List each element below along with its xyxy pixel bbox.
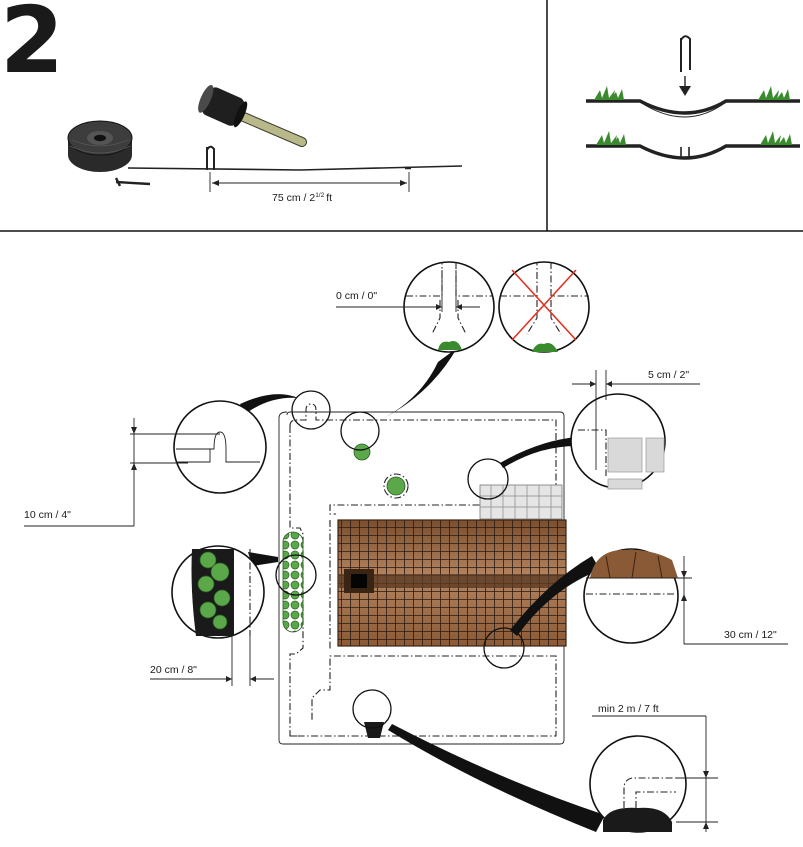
tree bbox=[386, 476, 406, 496]
obstacle-detail bbox=[24, 400, 267, 527]
corner-detail-wrong bbox=[498, 261, 590, 353]
hedge-detail bbox=[150, 545, 274, 686]
grass-tufts bbox=[594, 86, 792, 145]
tree-wire-loop bbox=[383, 473, 409, 499]
drop-detail bbox=[589, 715, 718, 833]
hedge-offset-label: 20 cm / 8" bbox=[150, 664, 197, 676]
paving-offset-label: 5 cm / 2" bbox=[648, 369, 689, 381]
layout-panel: 0 cm / 0" 5 cm / 2" bbox=[24, 261, 788, 833]
boundary-wire bbox=[127, 165, 463, 171]
corner-spot bbox=[291, 390, 331, 430]
corner-distance-label: 0 cm / 0" bbox=[336, 290, 377, 302]
flower-pot-icon bbox=[364, 722, 384, 738]
house-roof bbox=[337, 519, 567, 647]
paving-spot bbox=[467, 458, 509, 500]
step-number: 2 bbox=[0, 0, 64, 94]
peg-icon bbox=[114, 177, 151, 187]
mallet-icon bbox=[198, 85, 307, 147]
pot-spot bbox=[352, 689, 392, 729]
hedge bbox=[282, 531, 304, 633]
callout-wedges bbox=[240, 348, 605, 832]
bush bbox=[353, 443, 371, 461]
house-detail bbox=[583, 548, 788, 645]
paving-stones bbox=[479, 484, 563, 520]
wire-spool-icon bbox=[67, 120, 133, 172]
obstacle-offset-label: 10 cm / 4" bbox=[24, 509, 71, 521]
lawn-outline bbox=[278, 411, 565, 745]
top-panel: 2 bbox=[0, 0, 803, 232]
hedge-spot bbox=[275, 554, 317, 596]
peg-install-detail bbox=[586, 35, 800, 160]
paving-detail bbox=[570, 370, 700, 490]
corner-detail-correct bbox=[336, 261, 495, 353]
bush-spot bbox=[340, 411, 380, 451]
house-offset-label: 30 cm / 12" bbox=[724, 629, 777, 641]
house-spot bbox=[483, 627, 525, 669]
drop-distance-label: min 2 m / 7 ft bbox=[598, 703, 659, 715]
wrong-cross-icon bbox=[511, 269, 577, 341]
installed-peg-icon bbox=[206, 145, 215, 170]
